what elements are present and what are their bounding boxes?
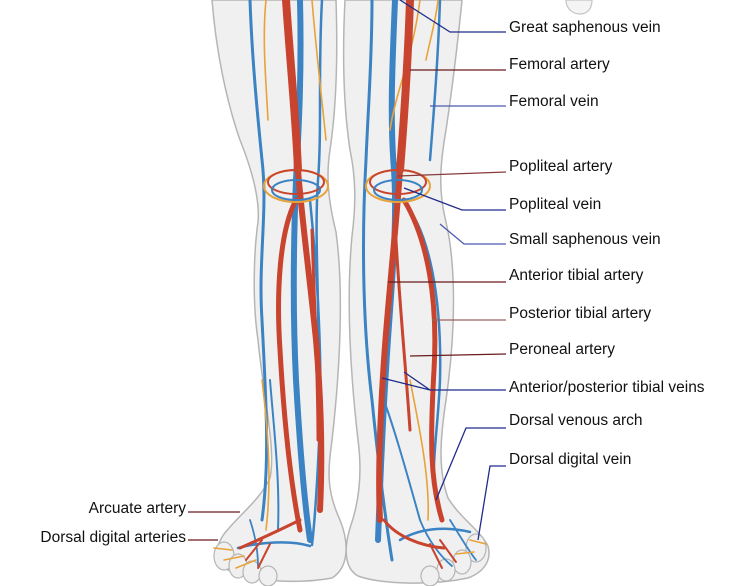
leader-tibial-veins-b bbox=[403, 371, 431, 391]
leader-small-saphenous-vein bbox=[439, 223, 506, 245]
label-dorsal-digital-vein: Dorsal digital vein bbox=[509, 451, 632, 468]
label-femoral-vein: Femoral vein bbox=[509, 93, 599, 110]
label-peroneal-artery: Peroneal artery bbox=[509, 341, 615, 358]
leader-dorsal-digital-vein bbox=[477, 465, 506, 541]
label-anterior-posterior-tibial-veins: Anterior/posterior tibial veins bbox=[509, 379, 705, 396]
leader-lines bbox=[188, 0, 507, 541]
knee-vessel-rings bbox=[263, 169, 431, 203]
leader-popliteal-artery bbox=[397, 171, 507, 177]
leader-popliteal-vein bbox=[403, 187, 506, 211]
label-anterior-tibial-artery: Anterior tibial artery bbox=[509, 267, 644, 284]
label-small-saphenous-vein: Small saphenous vein bbox=[509, 231, 661, 248]
label-posterior-tibial-artery: Posterior tibial artery bbox=[509, 305, 652, 322]
label-arcuate-artery: Arcuate artery bbox=[88, 500, 186, 517]
label-femoral-artery: Femoral artery bbox=[509, 56, 610, 73]
leader-peroneal-artery bbox=[409, 353, 507, 357]
label-popliteal-artery: Popliteal artery bbox=[509, 158, 613, 175]
arteries bbox=[238, 0, 457, 569]
label-dorsal-digital-arteries: Dorsal digital arteries bbox=[40, 529, 186, 546]
label-dorsal-venous-arch: Dorsal venous arch bbox=[509, 412, 643, 429]
leader-dorsal-venous-arch bbox=[435, 427, 506, 501]
leader-great-saphenous-vein bbox=[399, 0, 506, 33]
label-popliteal-vein: Popliteal vein bbox=[509, 196, 602, 213]
label-great-saphenous-vein: Great saphenous vein bbox=[509, 19, 661, 36]
left-leg-outline bbox=[342, 0, 490, 584]
hand-outline bbox=[565, 0, 593, 15]
